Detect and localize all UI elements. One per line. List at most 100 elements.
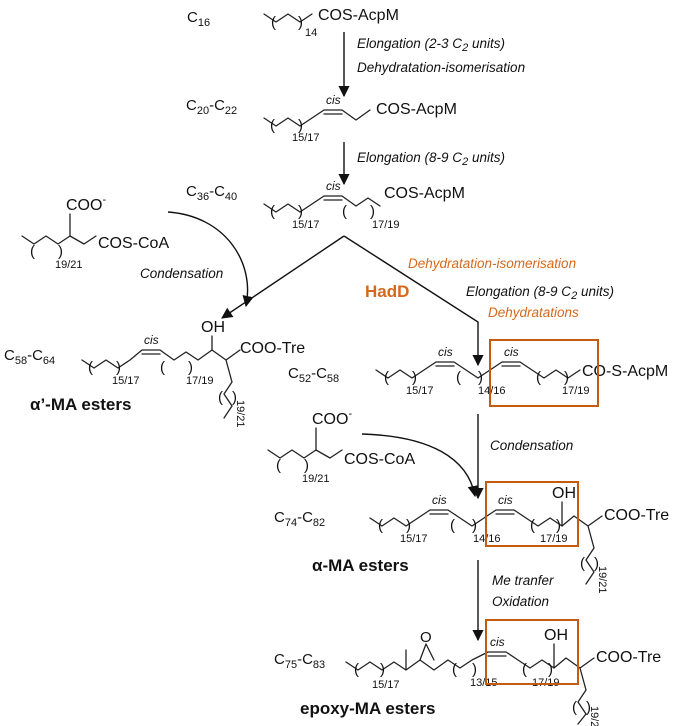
c74-repeat-count-1: 15/17: [400, 533, 428, 545]
chain-c52-c58: C52-C58 ( ) 15/17 ( ) 14/16 ( ) 17/19 ci…: [288, 345, 668, 397]
c74-cis-label-2: cis: [498, 493, 513, 507]
step-condensation-2: Condensation: [490, 438, 573, 453]
c52-label: C52-C58: [288, 365, 339, 385]
coa-donor-2: ( ) 19/21 COO- COS-CoA: [267, 408, 415, 485]
step-elongation-2: Elongation (8-9 C2 units): [357, 150, 505, 168]
step-dehydratation-isomerisation-1: Dehydratation-isomerisation: [357, 60, 525, 75]
c75-paren-close-3: ): [548, 661, 553, 678]
c36-paren-close-2: ): [370, 203, 375, 220]
chain-c16: C16 ( ) 14 COS-AcpM: [187, 7, 399, 39]
step-me-transfer: Me tranfer: [492, 573, 554, 588]
c75-paren-open-3: (: [522, 661, 527, 678]
c20-repeat-count: 15/17: [292, 132, 320, 144]
c20-paren-close: ): [298, 117, 303, 134]
c58-repeat-count-1: 15/17: [112, 375, 140, 387]
c16-label: C16: [187, 9, 210, 29]
c36-paren-open-1: (: [270, 203, 275, 220]
c74-paren-open-4: (: [580, 555, 585, 572]
c58-paren-close-1: ): [116, 359, 121, 376]
c75-repeat-count-4: 19/21: [588, 706, 600, 726]
c36-paren-open-2: (: [342, 203, 347, 220]
c36-label: C36-C40: [186, 183, 237, 203]
c58-paren-open-1: (: [88, 359, 93, 376]
c75-epoxide-oxygen: O: [420, 629, 432, 646]
coa1-repeat-count: 19/21: [55, 259, 83, 271]
c52-paren-close-2: ): [478, 369, 483, 386]
product-epoxy-ma-esters: epoxy-MA esters: [300, 699, 435, 718]
c52-paren-close-1: ): [412, 369, 417, 386]
c58-paren-close-2: ): [188, 359, 193, 376]
step-oxidation: Oxidation: [492, 594, 549, 609]
c74-hydroxyl: OH: [552, 485, 576, 502]
c52-hadd-highlight-box: [489, 339, 599, 407]
c20-paren-open: (: [270, 117, 275, 134]
c74-ester-group: COO-Tre: [604, 507, 669, 524]
step-dehydratation-isomerisation-2: Dehydratation-isomerisation: [408, 256, 576, 271]
c75-epoxide-ring: [419, 643, 435, 661]
c74-cis-label-1: cis: [432, 493, 447, 507]
coa1-thioester-group: COS-CoA: [98, 235, 169, 252]
coa2-paren-open: (: [276, 457, 281, 474]
c74-paren-close-1: ): [406, 517, 411, 534]
c58-paren-open-3: (: [218, 389, 223, 406]
c75-paren-open-4: (: [572, 699, 577, 716]
c36-thioester-group: COS-AcpM: [384, 185, 465, 202]
c16-paren-open: (: [271, 14, 276, 31]
c75-ester-group: COO-Tre: [596, 649, 661, 666]
c16-paren-close: ): [298, 14, 303, 31]
coa2-chain-bonds: [267, 449, 343, 459]
coa-donor-1: ( ) 19/21 COO- COS-CoA: [21, 194, 169, 271]
coa1-carboxylate: COO-: [66, 194, 106, 214]
c36-repeat-count-1: 15/17: [292, 219, 320, 231]
c52-cis-label-2: cis: [504, 345, 519, 359]
coa2-paren-close: ): [304, 457, 309, 474]
c75-cis-label: cis: [490, 635, 505, 649]
c52-paren-open-1: (: [384, 369, 389, 386]
c58-repeat-count-3: 19/21: [234, 400, 246, 428]
c20-label: C20-C22: [186, 97, 237, 117]
c52-chain-bonds: [375, 361, 581, 379]
c36-cis-label: cis: [326, 179, 341, 193]
c75-repeat-count-2: 13/15: [470, 677, 498, 689]
c75-hydroxyl: OH: [544, 627, 568, 644]
chain-c58-c64: C58-C64 ( ) 15/17 ( ) 17/19 cis OH COO-T…: [4, 319, 305, 428]
c74-label: C74-C82: [274, 509, 325, 529]
arrow-branch-to-c52: [343, 235, 484, 367]
arrow-condensation-1: [167, 211, 254, 308]
c36-repeat-count-2: 17/19: [372, 219, 400, 231]
c75-paren-open-1: (: [354, 661, 359, 678]
c58-repeat-count-2: 17/19: [186, 375, 214, 387]
c75-paren-close-2: ): [472, 661, 477, 678]
c75-paren-close-4: ): [586, 699, 591, 716]
c74-repeat-count-3: 17/19: [540, 533, 568, 545]
chain-c20-c22: C20-C22 ( ) 15/17 cis COS-AcpM: [186, 93, 457, 144]
c20-cis-label: cis: [326, 93, 341, 107]
c16-chain-bonds: [263, 13, 313, 23]
c74-paren-close-4: ): [594, 555, 599, 572]
c52-thioester-group: CO-S-AcpM: [582, 363, 668, 380]
step-elongation-1: Elongation (2-3 C2 units): [357, 36, 505, 54]
c58-label: C58-C64: [4, 347, 55, 367]
c52-paren-open-3: (: [536, 369, 541, 386]
arrow-branch-to-alpha-prime: [221, 235, 345, 319]
c75-repeat-count-1: 15/17: [372, 679, 400, 691]
c74-paren-close-3: ): [556, 517, 561, 534]
coa1-paren-close: ): [58, 243, 63, 260]
step-elongation-3: Elongation (8-9 C2 units): [466, 284, 614, 302]
arrow-condensation-2: [361, 433, 479, 498]
coa2-repeat-count: 19/21: [302, 473, 330, 485]
c52-repeat-count-2: 14/16: [478, 385, 506, 397]
c75-label: C75-C83: [274, 651, 325, 671]
c75-chain-bonds: [345, 651, 595, 725]
product-alpha-ma-esters: α-MA esters: [312, 556, 409, 575]
chain-c75-c83: C75-C83 ( ) 15/17 ( ) 13/15 ( ) 17/19 O …: [274, 627, 661, 726]
coa2-thioester-group: COS-CoA: [344, 451, 415, 468]
c58-ester-group: COO-Tre: [240, 340, 305, 357]
c74-paren-open-3: (: [530, 517, 535, 534]
c75-paren-open-2: (: [452, 661, 457, 678]
c58-paren-close-3: ): [232, 389, 237, 406]
c58-paren-open-2: (: [160, 359, 165, 376]
enzyme-hadd-label: HadD: [365, 282, 409, 301]
step-condensation-1: Condensation: [140, 266, 223, 281]
